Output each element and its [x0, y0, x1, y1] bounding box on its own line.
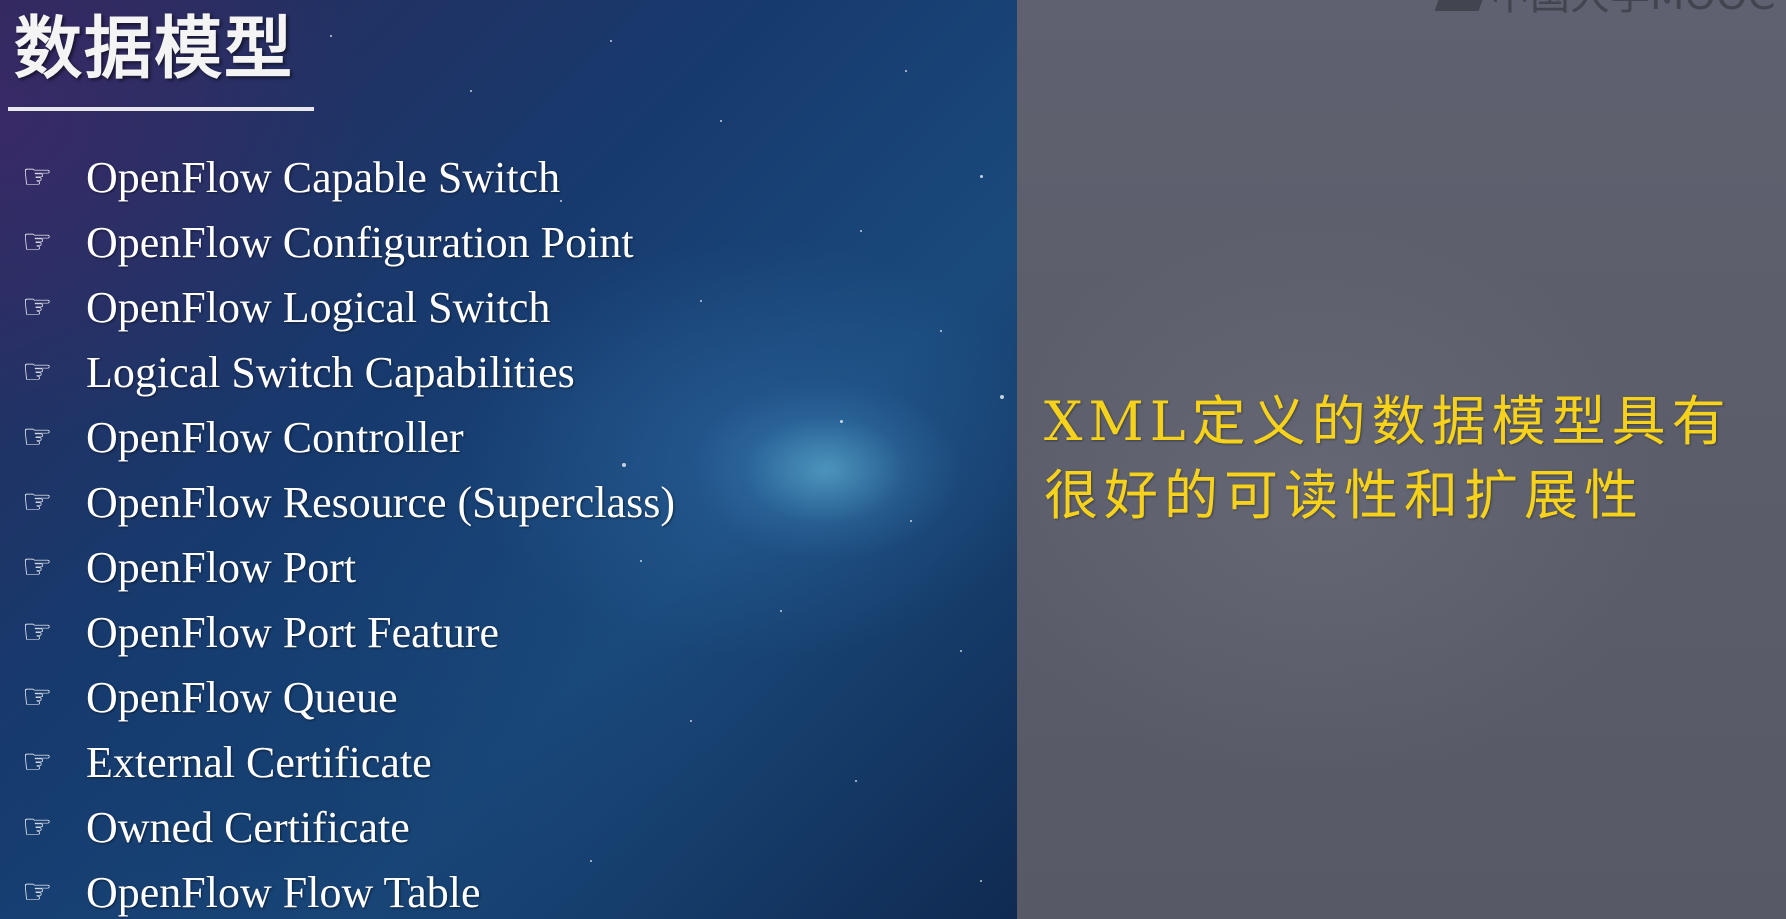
mooc-logo-icon — [1434, 0, 1490, 11]
pointing-hand-icon: ☞ — [22, 222, 53, 262]
list-item-label: OpenFlow Controller — [86, 413, 464, 462]
pointing-hand-icon: ☞ — [22, 417, 53, 457]
slide-title: 数据模型 — [14, 10, 295, 89]
list-item: ☞ OpenFlow Flow Table — [22, 860, 675, 919]
pointing-hand-icon: ☞ — [22, 547, 53, 587]
list-item-label: External Certificate — [86, 738, 432, 787]
list-item: ☞ OpenFlow Resource (Superclass) — [22, 470, 675, 535]
note-line-1: XML定义的数据模型具有 — [1044, 390, 1732, 453]
list-item: ☞ OpenFlow Queue — [22, 665, 675, 730]
gray-side-panel — [1017, 0, 1786, 919]
xml-model-note: XML定义的数据模型具有 很好的可读性和扩展性 — [1044, 385, 1779, 533]
pointing-hand-icon: ☞ — [22, 157, 53, 197]
note-line-2: 很好的可读性和扩展性 — [1044, 464, 1644, 527]
pointing-hand-icon: ☞ — [22, 287, 53, 327]
list-item-label: Logical Switch Capabilities — [86, 348, 575, 397]
list-item-label: OpenFlow Resource (Superclass) — [86, 478, 675, 527]
watermark-text: 中国大学MOOC — [1490, 0, 1775, 18]
title-underline — [8, 107, 314, 111]
data-model-list: ☞ OpenFlow Capable Switch ☞ OpenFlow Con… — [22, 145, 675, 919]
list-item: ☞ OpenFlow Configuration Point — [22, 210, 675, 275]
list-item-label: OpenFlow Port — [86, 543, 357, 592]
pointing-hand-icon: ☞ — [22, 807, 53, 847]
list-item-label: OpenFlow Queue — [86, 673, 398, 722]
mooc-watermark: 中国大学MOOC — [1434, 0, 1775, 18]
pointing-hand-icon: ☞ — [22, 742, 53, 782]
list-item: ☞ OpenFlow Controller — [22, 405, 675, 470]
list-item-label: OpenFlow Flow Table — [86, 868, 481, 917]
list-item: ☞ OpenFlow Logical Switch — [22, 275, 675, 340]
list-item-label: OpenFlow Logical Switch — [86, 283, 551, 332]
pointing-hand-icon: ☞ — [22, 872, 53, 912]
list-item-label: OpenFlow Capable Switch — [86, 153, 561, 202]
list-item: ☞ OpenFlow Port Feature — [22, 600, 675, 665]
list-item: ☞ External Certificate — [22, 730, 675, 795]
list-item: ☞ Owned Certificate — [22, 795, 675, 860]
list-item-label: OpenFlow Configuration Point — [86, 218, 634, 267]
pointing-hand-icon: ☞ — [22, 482, 53, 522]
pointing-hand-icon: ☞ — [22, 677, 53, 717]
list-item: ☞ OpenFlow Capable Switch — [22, 145, 675, 210]
list-item: ☞ Logical Switch Capabilities — [22, 340, 675, 405]
pointing-hand-icon: ☞ — [22, 612, 53, 652]
list-item: ☞ OpenFlow Port — [22, 535, 675, 600]
starfield-background — [0, 0, 1017, 919]
list-item-label: Owned Certificate — [86, 803, 410, 852]
list-item-label: OpenFlow Port Feature — [86, 608, 500, 657]
pointing-hand-icon: ☞ — [22, 352, 53, 392]
